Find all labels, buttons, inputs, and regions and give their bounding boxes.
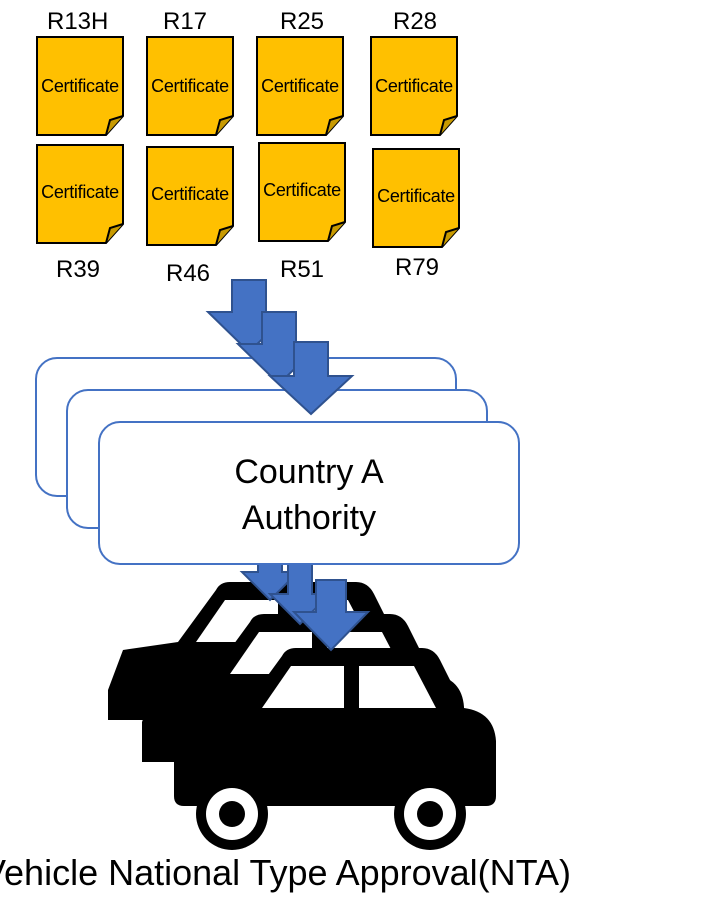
authority-line-1: Country A	[234, 453, 384, 491]
certificate-text: Certificate	[375, 76, 453, 96]
certificate-icon	[146, 36, 234, 136]
certificate-text: Certificate	[377, 186, 455, 206]
certificate-icon	[36, 36, 124, 136]
certificate-code-r28: R28	[393, 8, 438, 35]
certificate-code-r17: R17	[163, 8, 208, 35]
certificate-card: Certificate	[372, 148, 460, 248]
certificate-text: Certificate	[41, 76, 119, 96]
certificate-text: Certificate	[41, 182, 119, 202]
certificate-text: Certificate	[261, 76, 339, 96]
certificate-text: Certificate	[151, 76, 229, 96]
certificate-card: Certificate	[36, 144, 124, 244]
certificate-code-r39: R39	[56, 256, 101, 283]
arrow-icon	[267, 341, 355, 416]
certificate-code-r25: R25	[280, 8, 325, 35]
certificate-text: Certificate	[151, 184, 229, 204]
arrow-icon	[291, 579, 371, 652]
certificate-card: Certificate	[370, 36, 458, 136]
certificate-icon	[256, 36, 344, 136]
certificate-card: Certificate	[256, 36, 344, 136]
certificate-icon	[146, 146, 234, 246]
certificate-card: Certificate	[146, 146, 234, 246]
certificate-icon	[370, 36, 458, 136]
certificate-card: Certificate	[36, 36, 124, 136]
certificate-icon	[36, 144, 124, 244]
certificate-code-r51: R51	[280, 256, 325, 283]
certificate-text: Certificate	[263, 180, 341, 200]
certificate-card: Certificate	[146, 36, 234, 136]
authority-line-2: Authority	[241, 499, 377, 537]
diagram-caption: Vehicle National Type Approval(NTA)	[0, 852, 571, 893]
authority-box-front: Country A Authority	[98, 421, 520, 565]
certificate-code-r79: R79	[395, 254, 440, 281]
certificate-card: Certificate	[258, 142, 346, 242]
certificate-icon	[372, 148, 460, 248]
certificate-code-r13h: R13H	[47, 8, 109, 35]
car-icon-front	[174, 648, 496, 850]
certificate-icon	[258, 142, 346, 242]
certificate-code-r46: R46	[166, 260, 211, 287]
